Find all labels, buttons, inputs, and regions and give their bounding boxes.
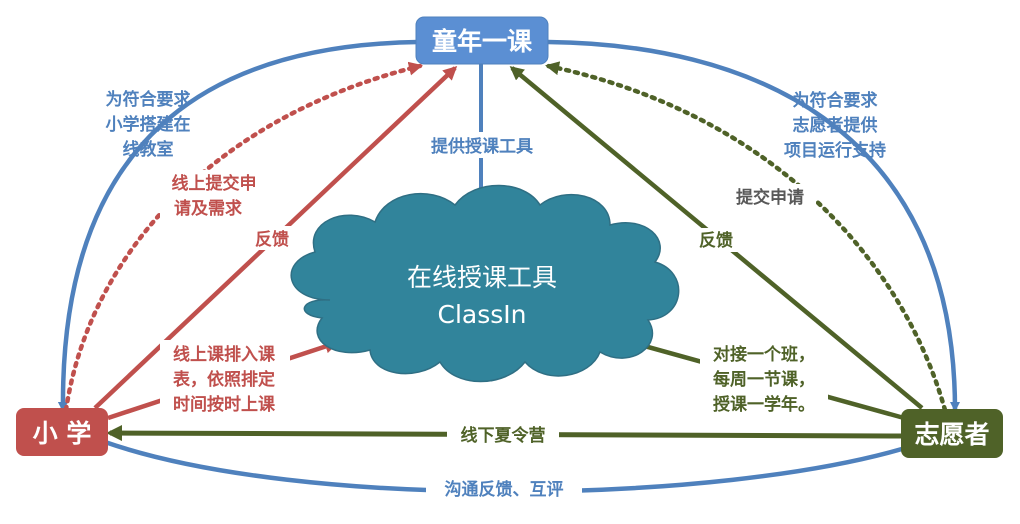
label-right-class-line2: 每周一节课， [713,369,815,390]
label-top-to-left-line1: 为符合要求 [106,89,191,110]
label-top-to-right-line2: 志愿者提供 [793,115,878,136]
cloud-title: 在线授课工具 [407,263,557,292]
label-communication: 沟通反馈、互评 [445,479,564,500]
label-top-to-right-line1: 为符合要求 [793,90,878,111]
label-right-class-line3: 授课一学年。 [713,394,815,415]
node-left-label: 小 学 [33,419,92,448]
label-left-class-line1: 线上课排入课 [173,344,276,365]
label-right-submit: 提交申请 [736,187,804,208]
cloud-subtitle: ClassIn [438,300,527,329]
label-top-to-right-line3: 项目运行支持 [784,140,886,161]
label-left-submit-line2: 请及需求 [174,198,242,219]
label-left-class-line2: 表，依照排定 [173,369,275,390]
green-dotted-right-submit [545,61,948,413]
label-right-feedback: 反馈 [699,230,733,251]
label-right-class-line1: 对接一个班， [713,344,815,365]
node-left-box [16,408,108,456]
label-left-feedback: 反馈 [255,229,289,250]
label-summer-camp: 线下夏令营 [461,425,546,446]
label-left-submit-line1: 线上提交申 [172,173,257,194]
node-right-label: 志愿者 [914,420,989,449]
label-top-to-left-line3: 线教室 [123,139,174,160]
blue-curve-top-to-left [57,39,419,412]
node-top-label: 童年一课 [432,27,533,56]
blue-curve-top-to-right [547,39,960,412]
label-left-class-line3: 时间按时上课 [173,394,276,415]
node-top-box [415,16,549,65]
cloud-shape [290,184,680,383]
node-right-box [901,409,1003,458]
label-top-to-left-line2: 小学搭建在 [106,114,191,135]
label-top-to-cloud: 提供授课工具 [431,136,533,157]
